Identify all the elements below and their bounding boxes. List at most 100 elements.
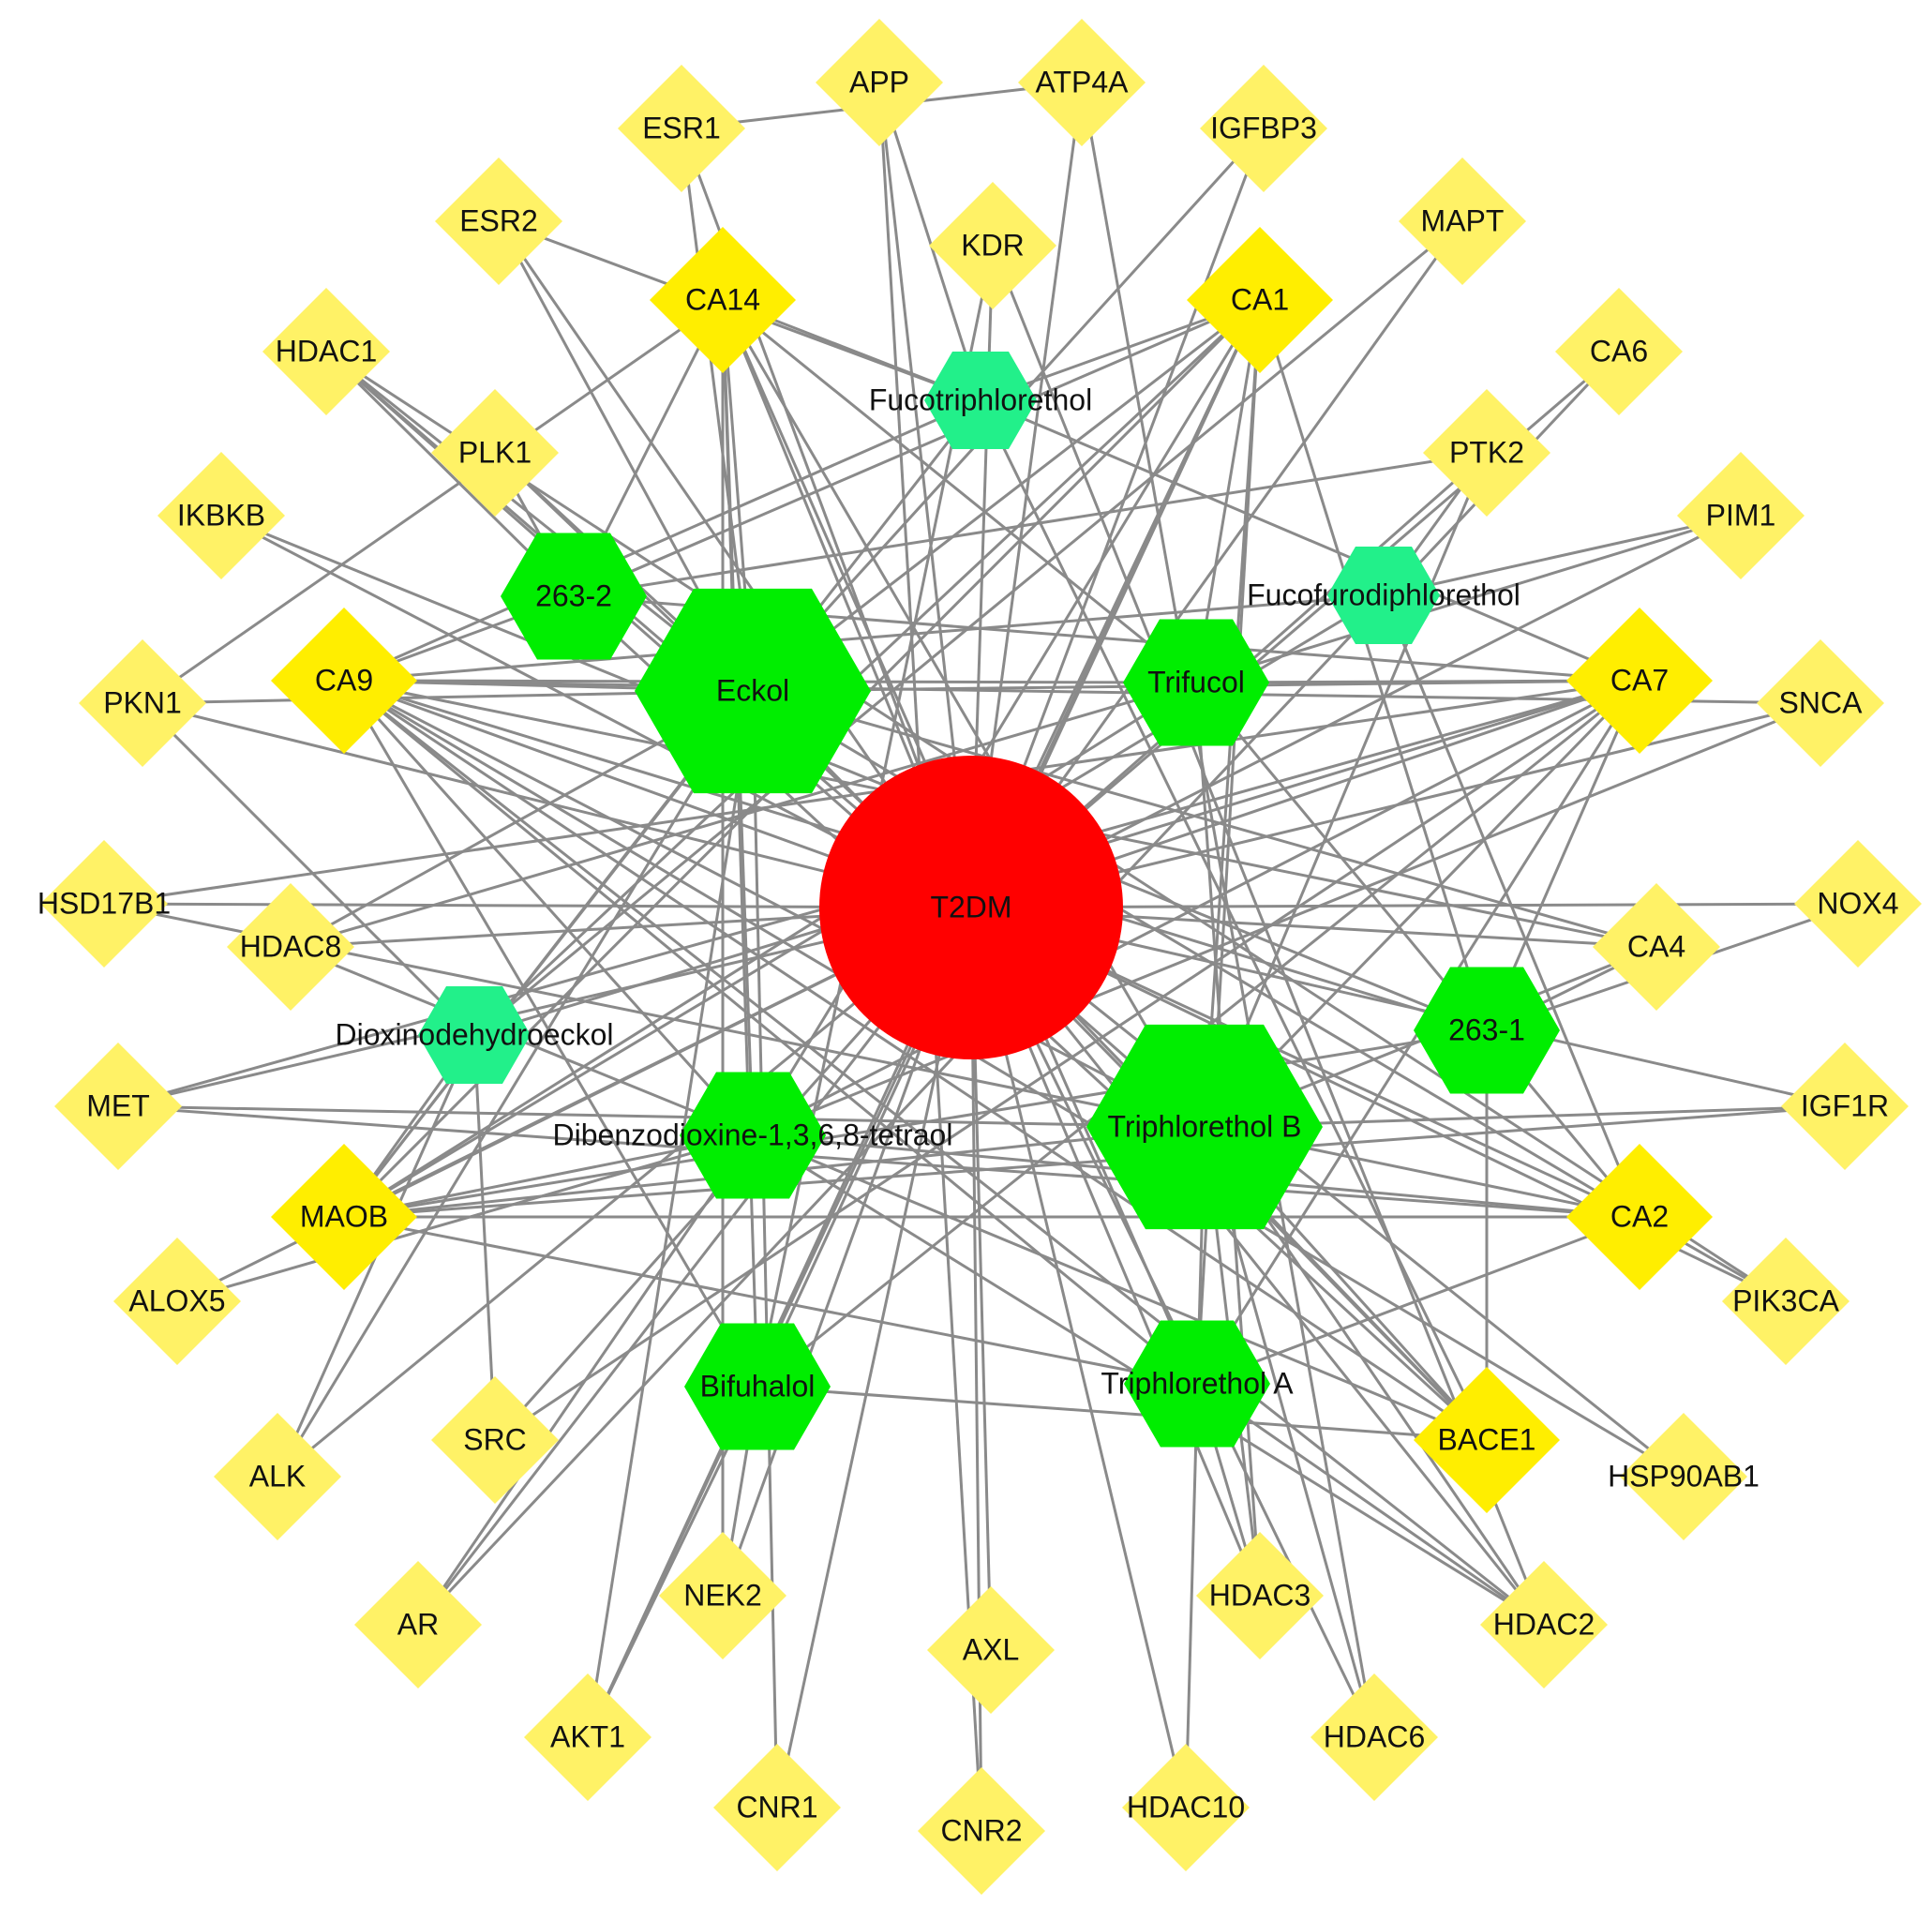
- edge-bifuhalol-bace1: [756, 1385, 1488, 1442]
- target-node-alox5[interactable]: ALOX5: [113, 1238, 241, 1365]
- target-node-atp4a[interactable]: ATP4A: [1018, 19, 1146, 146]
- target-node-alk[interactable]: ALK: [214, 1413, 341, 1540]
- compound-label-group: Triphlorethol B: [1108, 1109, 1302, 1143]
- target-node-mapt[interactable]: MAPT: [1399, 158, 1526, 285]
- target-label: AR: [397, 1607, 439, 1641]
- target-node-snca[interactable]: SNCA: [1757, 639, 1884, 767]
- compound-node-triphlorethola[interactable]: [1124, 1320, 1270, 1448]
- target-node-cnr1[interactable]: CNR1: [713, 1744, 841, 1871]
- target-node-app[interactable]: APP: [816, 19, 943, 146]
- target-diamond: [650, 227, 796, 373]
- target-label: NOX4: [1817, 886, 1898, 920]
- compound-node-trifucol[interactable]: [1123, 619, 1269, 746]
- target-diamond: [1757, 639, 1884, 767]
- edge-dioxino-pkn1: [141, 701, 476, 1037]
- target-node-akt1[interactable]: AKT1: [524, 1673, 651, 1801]
- target-node-hdac6[interactable]: HDAC6: [1310, 1673, 1438, 1801]
- target-label: PLK1: [458, 435, 532, 469]
- target-label: MET: [86, 1088, 150, 1122]
- target-node-ca1[interactable]: CA1: [1187, 227, 1333, 373]
- target-node-bace1[interactable]: BACE1: [1414, 1367, 1560, 1513]
- compound-label-group: Fucotriphlorethol: [869, 383, 1092, 416]
- compound-label: Trifucol: [1147, 665, 1245, 698]
- compound-node-dibenzo[interactable]: [680, 1072, 826, 1199]
- target-node-hsp90ab1[interactable]: HSP90AB1: [1608, 1413, 1760, 1540]
- target-node-ca9[interactable]: CA9: [271, 608, 417, 754]
- target-node-kdr[interactable]: KDR: [929, 182, 1056, 309]
- target-diamond: [713, 1744, 841, 1871]
- compound-node-triphloretholb[interactable]: [1086, 1024, 1323, 1230]
- target-node-hdac3[interactable]: HDAC3: [1196, 1532, 1324, 1659]
- compound-label: Bifuhalol: [700, 1369, 816, 1403]
- target-node-igf1r[interactable]: IGF1R: [1781, 1043, 1909, 1170]
- target-node-met[interactable]: MET: [54, 1043, 182, 1170]
- target-node-nox4[interactable]: NOX4: [1794, 840, 1922, 968]
- target-node-plk1[interactable]: PLK1: [431, 389, 559, 517]
- target-diamond: [1310, 1673, 1438, 1801]
- target-label: HDAC6: [1324, 1719, 1425, 1753]
- target-node-hdac2[interactable]: HDAC2: [1480, 1561, 1608, 1688]
- target-diamond: [1566, 608, 1713, 754]
- edge-ca9-bace1: [343, 679, 1488, 1442]
- compound-node-eckol[interactable]: [635, 588, 871, 794]
- compound-node-263-2[interactable]: [501, 533, 647, 660]
- edge-dibenzo-bace1: [752, 1133, 1488, 1442]
- compound-node-dioxino[interactable]: [418, 986, 531, 1084]
- compound-label: 263-2: [535, 578, 612, 612]
- compound-label-group: Eckol: [716, 673, 789, 707]
- edge-triphlorethola-hdac2: [1196, 1382, 1545, 1627]
- target-diamond: [1399, 158, 1526, 285]
- target-node-maob[interactable]: MAOB: [271, 1144, 417, 1290]
- target-diamond: [214, 1413, 341, 1540]
- target-node-nek2[interactable]: NEK2: [659, 1532, 786, 1659]
- disease-node-t2dm[interactable]: T2DM: [819, 756, 1123, 1059]
- target-label: ALK: [249, 1459, 306, 1493]
- target-node-hsd17b1[interactable]: HSD17B1: [37, 840, 171, 968]
- compound-label: Dioxinodehydroeckol: [335, 1017, 613, 1051]
- target-node-hdac10[interactable]: HDAC10: [1122, 1744, 1250, 1871]
- target-node-cnr2[interactable]: CNR2: [918, 1767, 1045, 1895]
- target-diamond: [1794, 840, 1922, 968]
- target-node-ca2[interactable]: CA2: [1566, 1144, 1713, 1290]
- target-node-ca4[interactable]: CA4: [1593, 883, 1720, 1011]
- target-node-pim1[interactable]: PIM1: [1677, 452, 1805, 579]
- target-diamond: [927, 1586, 1055, 1714]
- target-node-ca14[interactable]: CA14: [650, 227, 796, 373]
- target-node-ca7[interactable]: CA7: [1566, 608, 1713, 754]
- target-label: APP: [849, 65, 909, 98]
- target-node-esr2[interactable]: ESR2: [435, 158, 562, 285]
- target-node-pik3ca[interactable]: PIK3CA: [1722, 1238, 1850, 1365]
- target-node-axl[interactable]: AXL: [927, 1586, 1055, 1714]
- target-label: IKBKB: [177, 498, 265, 532]
- target-node-hdac1[interactable]: HDAC1: [262, 288, 390, 415]
- compound-node-fucotri[interactable]: [924, 352, 1037, 449]
- compound-hexagon: [1086, 1024, 1323, 1230]
- target-node-ikbkb[interactable]: IKBKB: [157, 452, 285, 579]
- compound-label: Eckol: [716, 673, 789, 707]
- target-node-src[interactable]: SRC: [431, 1376, 559, 1504]
- edge-263-2-ptk2: [573, 451, 1488, 598]
- compound-hexagon: [1124, 1320, 1270, 1448]
- target-node-esr1[interactable]: ESR1: [618, 65, 745, 192]
- target-node-pkn1[interactable]: PKN1: [79, 639, 206, 767]
- compound-node-bifuhalol[interactable]: [684, 1323, 831, 1450]
- target-node-ptk2[interactable]: PTK2: [1423, 389, 1550, 517]
- edge-trifucol-maob: [343, 681, 1197, 1219]
- compound-label-group: 263-1: [1448, 1013, 1525, 1046]
- target-node-hdac8[interactable]: HDAC8: [227, 883, 354, 1011]
- target-diamond: [1781, 1043, 1909, 1170]
- target-node-ar[interactable]: AR: [354, 1561, 482, 1688]
- target-node-ca6[interactable]: CA6: [1555, 288, 1683, 415]
- compound-label: Fucofurodiphlorethol: [1247, 578, 1520, 611]
- edge-triphloretholb-ca9: [343, 679, 1206, 1129]
- compound-node-fucofuro[interactable]: [1327, 547, 1440, 644]
- edge-fucotri-bace1: [979, 399, 1489, 1441]
- target-label: CA9: [315, 663, 373, 697]
- edge-fucofuro-ca2: [1382, 594, 1641, 1218]
- target-diamond: [1722, 1238, 1850, 1365]
- edge-263-2-ca1: [573, 298, 1261, 598]
- edge-dibenzo-ca7: [752, 679, 1640, 1137]
- compound-node-263-1[interactable]: [1414, 967, 1560, 1094]
- target-node-igfbp3[interactable]: IGFBP3: [1200, 65, 1327, 192]
